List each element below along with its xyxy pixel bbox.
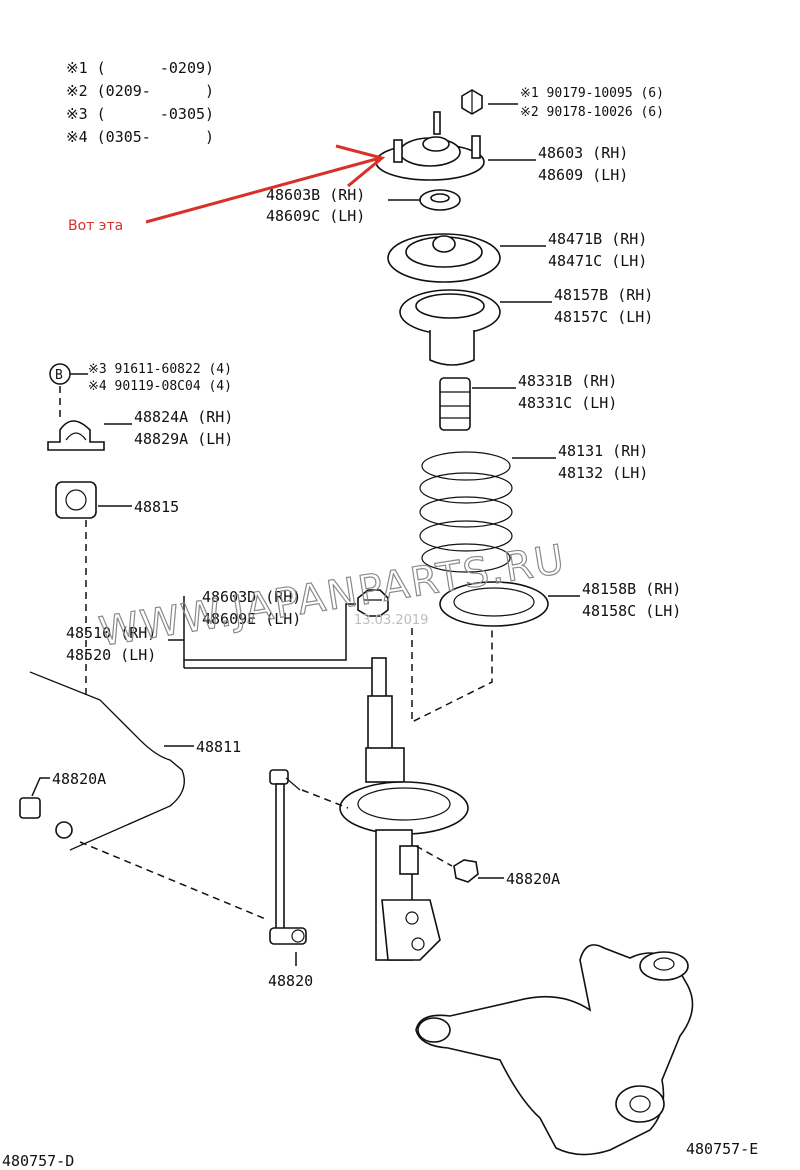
legend-range-4: (0305- ) (97, 128, 214, 146)
legend-range-3: ( -0305) (97, 105, 214, 123)
diagram-code-right: 480757-E (686, 1140, 758, 1158)
steering-knuckle-icon (415, 944, 694, 1156)
nut-spec-line-2: ※2 90178-10026 (6) (520, 105, 664, 120)
legend-range-1: ( -0209) (97, 59, 214, 77)
legend-mark-1: ※1 (66, 59, 88, 77)
support-rh: 48603 (RH) (538, 144, 628, 162)
top-nut-icon (461, 89, 483, 115)
nut-right-guide (415, 845, 453, 867)
bump-stop-lh: 48331C (LH) (518, 394, 617, 412)
watermark-date: 13.03.2019 (354, 613, 428, 628)
lower-insulator-icon (439, 581, 549, 627)
bushing-spec-line-1: ※3 91611-60822 (4) (88, 362, 232, 377)
upper-spring-seat-icon (387, 233, 501, 283)
svg-text:※2 (0209- ): ※2 (0209- ) (66, 82, 214, 100)
stab-bushing-icon (55, 481, 97, 519)
bracket-lh: 48829A (LH) (134, 430, 233, 448)
strut-nut-lh: 48609E (LH) (202, 610, 301, 628)
annotation-arrow (145, 144, 386, 224)
stab-link-icon (269, 769, 307, 945)
lower-insulator-rh: 48158B (RH) (582, 580, 681, 598)
nut-spec-line-1: ※1 90179-10095 (6) (520, 86, 664, 101)
strut-mount-icon (375, 111, 485, 181)
upper-seat-lh: 48471C (LH) (548, 252, 647, 270)
bracket-icon (47, 420, 105, 451)
svg-text:※3 ( -0305): ※3 ( -0305) (66, 105, 214, 123)
nut-left-label: 48820A (52, 770, 106, 788)
bearing-icon (419, 189, 461, 211)
legend-mark-2: ※2 (66, 82, 88, 100)
link-lower-guide (79, 841, 269, 921)
shock-absorber-icon (339, 657, 469, 961)
svg-text:※4 (0305- ): ※4 (0305- ) (66, 128, 214, 146)
coil-spring-rh: 48131 (RH) (558, 442, 648, 460)
legend-range-2: (0209- ) (97, 82, 214, 100)
bump-stop-icon (439, 377, 471, 431)
coil-spring-icon (419, 451, 513, 573)
lower-insulator-lh: 48158C (LH) (582, 602, 681, 620)
leader-strut-nut (183, 596, 356, 661)
stab-link-label: 48820 (268, 972, 313, 990)
bump-stop-rh: 48331B (RH) (518, 372, 617, 390)
coil-spring-lh: 48132 (LH) (558, 464, 648, 482)
stab-bushing-label: 48815 (134, 498, 179, 516)
bracket-spec: B ※3 91611-60822 (4) ※4 90119-08C04 (4) (49, 362, 232, 394)
dust-boot-rh: 48157B (RH) (554, 286, 653, 304)
nut-left-icon (19, 797, 41, 819)
bushing-spec-line-2: ※4 90119-08C04 (4) (88, 379, 232, 394)
upper-seat-rh: 48471B (RH) (548, 230, 647, 248)
legend-mark-3: ※3 (66, 105, 88, 123)
legend: ※1 ( -0209) ※2 (0209- ) ※3 ( -0305) ※4 (… (66, 59, 214, 146)
strut-nut-rh: 48603D (RH) (202, 588, 301, 606)
svg-text:※1 ( -0209): ※1 ( -0209) (66, 59, 214, 77)
stab-bar-label: 48811 (196, 738, 241, 756)
support-lh: 48609 (LH) (538, 166, 628, 184)
dust-boot-lh: 48157C (LH) (554, 308, 653, 326)
shock-absorber-rh: 48510 (RH) (66, 624, 156, 642)
bracket-rh: 48824A (RH) (134, 408, 233, 426)
dust-boot-icon (399, 289, 501, 366)
nut-spec: ※1 90179-10095 (6) ※2 90178-10026 (6) (488, 86, 664, 120)
nut-right-icon (453, 859, 479, 883)
nut-right-label: 48820A (506, 870, 560, 888)
link-upper-guide (301, 789, 349, 809)
shock-absorber-lh: 48520 (LH) (66, 646, 156, 664)
annotation-text: Вот эта (68, 218, 123, 234)
legend-mark-4: ※4 (66, 128, 88, 146)
bearing-rh: 48603B (RH) (266, 186, 365, 204)
strut-nut-icon (357, 589, 389, 617)
diagram-code-left: 480757-D (2, 1152, 74, 1170)
assembly-guide-line (411, 626, 493, 724)
leader-nut-left (31, 777, 50, 797)
bushing-badge: B (55, 368, 63, 383)
bearing-lh: 48609C (LH) (266, 207, 365, 225)
stab-bar-icon (29, 671, 185, 851)
